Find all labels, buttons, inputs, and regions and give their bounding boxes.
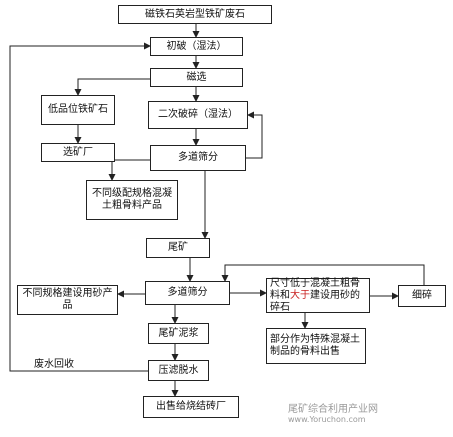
arrow-fine-screen2-loop: [221, 264, 425, 285]
arrow-magsep-lowgrade: [74, 78, 150, 96]
gravel-text-1: 尺寸低于混凝土粗骨料和: [270, 277, 360, 301]
label-water-recycle: 废水回收: [34, 359, 74, 370]
node-gravel: 尺寸低于混凝土粗骨料和大于建设用砂的碎石: [266, 278, 370, 313]
gravel-text-2: 建设用砂的碎石: [270, 289, 360, 313]
node-tailings: 尾矿: [146, 238, 210, 258]
watermark: 尾矿综合利用产业网 www.Yoruchon.com: [288, 400, 378, 424]
node-crush2: 二次破碎（湿法）: [148, 101, 248, 129]
node-screen1: 多道筛分: [150, 145, 246, 171]
arrow-screen1-aggregate: [108, 159, 150, 181]
gravel-text-highlight: 大于: [290, 289, 310, 301]
watermark-url: www.Yoruchon.com: [288, 415, 366, 424]
node-screen2: 多道筛分: [145, 281, 230, 305]
node-magsep: 磁选: [150, 68, 243, 87]
node-filter: 压滤脱水: [148, 360, 209, 381]
node-ore: 磁铁石英岩型铁矿废石: [118, 5, 272, 24]
node-aggregate: 不同级配规格混凝土粗骨料产品: [86, 180, 178, 220]
node-plant: 选矿厂: [41, 143, 115, 162]
node-special: 部分作为特殊混凝土制品的骨料出售: [266, 328, 366, 364]
node-brick: 出售给烧结砖厂: [143, 396, 239, 418]
gravel-text: 尺寸低于混凝土粗骨料和大于建设用砂的碎石: [270, 278, 366, 314]
node-slurry: 尾矿泥浆: [148, 323, 209, 344]
node-lowgrade: 低品位铁矿石: [41, 95, 115, 125]
node-crush1: 初破（湿法）: [150, 37, 243, 56]
node-sand: 不同规格建设用砂产品: [17, 285, 118, 315]
watermark-site: 尾矿综合利用产业网: [288, 404, 378, 415]
arrow-screen1-crush2-loop: [246, 111, 263, 159]
node-fine: 细碎: [398, 285, 446, 307]
arrow-water-recycle: [9, 42, 151, 372]
